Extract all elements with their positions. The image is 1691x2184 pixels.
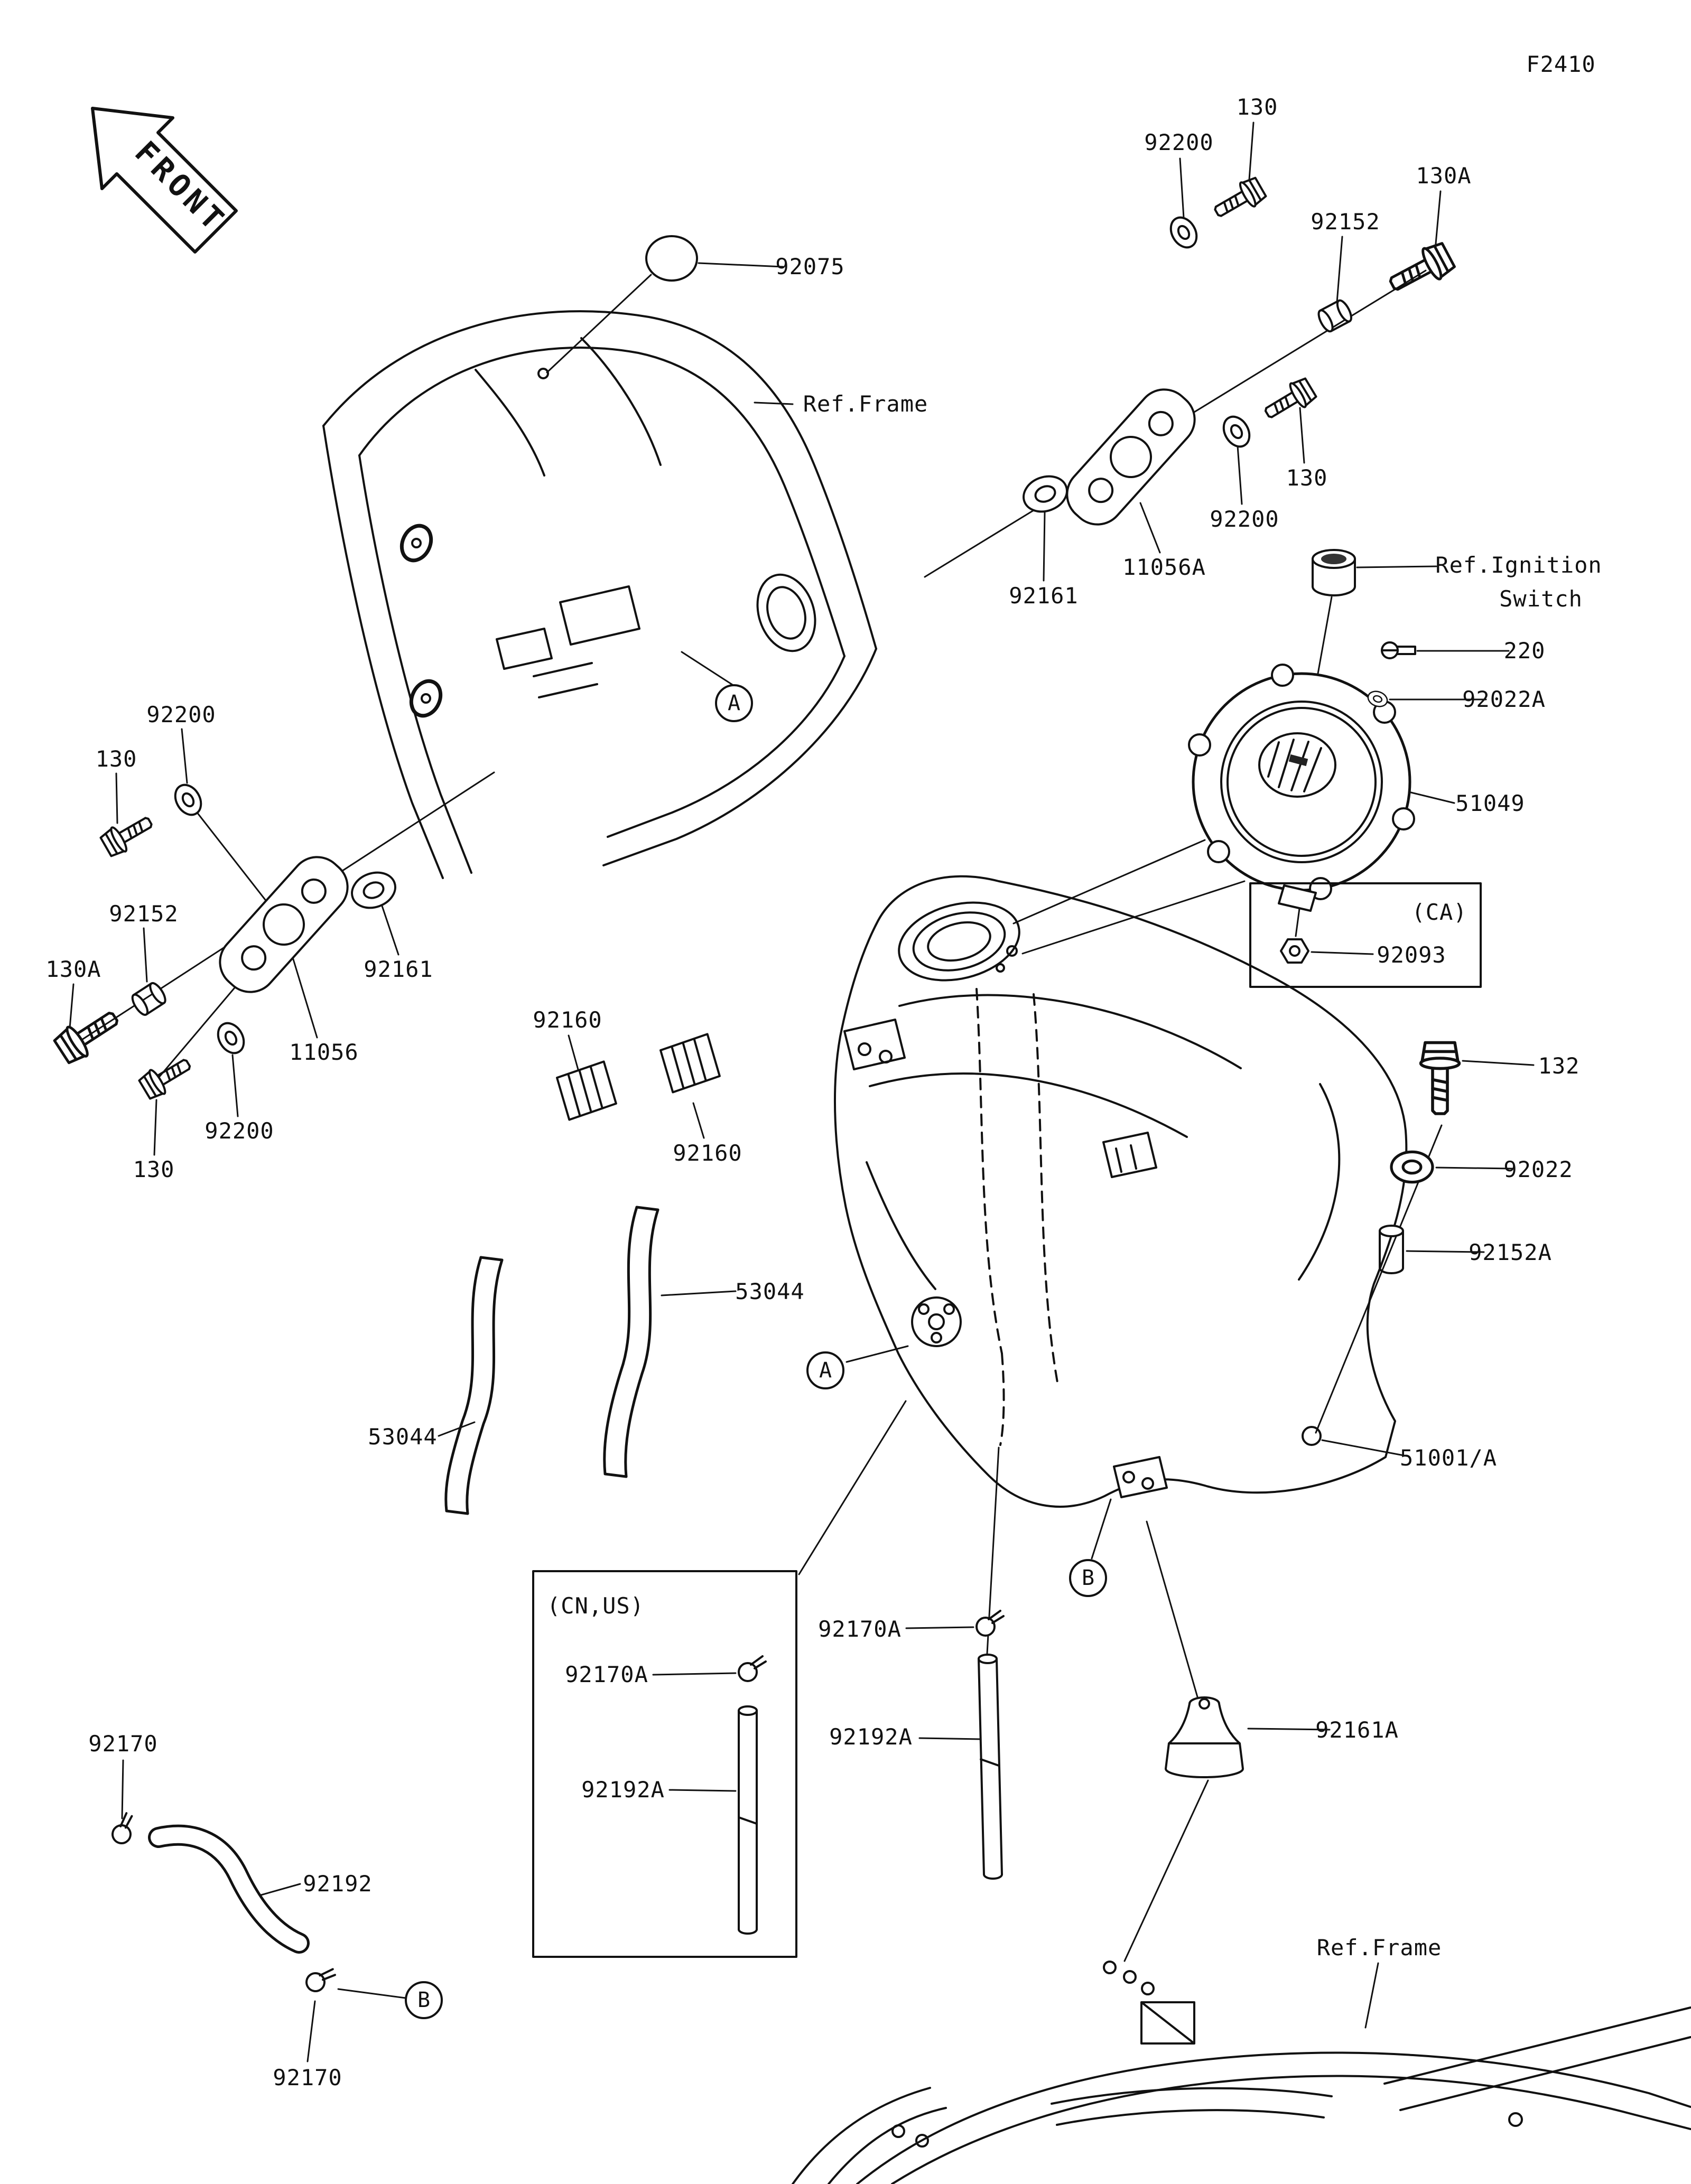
trim-strip-right — [603, 1206, 659, 1478]
label-132: 132 — [1538, 1053, 1580, 1079]
label-92192a-mid: 92192A — [829, 1724, 913, 1750]
grommet-92161-right — [1017, 469, 1073, 519]
label-ca-region: (CA) — [1411, 899, 1467, 925]
label-130-left-upper: 130 — [95, 746, 137, 772]
bracket-11056a — [1066, 388, 1196, 526]
ignition-switch-drawing — [1312, 549, 1356, 596]
callout-b-2: B — [405, 1981, 443, 2019]
label-220: 220 — [1503, 638, 1546, 664]
hose-92192 — [148, 1824, 310, 1954]
label-92200-left-upper: 92200 — [146, 702, 216, 727]
plug-92075 — [645, 235, 698, 282]
petcock-flange — [911, 1296, 962, 1347]
washer-92200-top — [1164, 212, 1203, 253]
clamp-92170-bottom — [304, 1964, 337, 1995]
label-ref-ignition-1: Ref.Ignition — [1435, 552, 1602, 578]
callout-a-2: A — [806, 1351, 844, 1389]
key-slot — [1288, 754, 1308, 767]
figure-code: F2410 — [1526, 51, 1596, 77]
label-92170a-mid: 92170A — [818, 1616, 902, 1642]
label-130a-left: 130A — [45, 956, 101, 982]
bolt-132 — [1421, 1043, 1460, 1114]
label-92170a-box: 92170A — [565, 1662, 648, 1687]
label-92200-left-lower: 92200 — [205, 1118, 274, 1144]
callout-b-1: B — [1069, 1559, 1107, 1597]
label-92160-lower: 92160 — [673, 1140, 742, 1166]
label-92161-left: 92161 — [364, 956, 433, 982]
spacer-92152a — [1379, 1225, 1404, 1274]
ca-region-box — [1249, 882, 1482, 988]
bolt-130a-left — [52, 1003, 124, 1066]
tank-mount-hole — [1302, 1426, 1322, 1446]
label-11056a: 11056A — [1122, 554, 1206, 580]
label-53044-right: 53044 — [735, 1278, 805, 1304]
label-92152-left: 92152 — [109, 901, 179, 927]
label-92160-upper: 92160 — [533, 1007, 602, 1033]
hose-92192a-mid — [978, 1654, 1003, 1880]
label-92170-bottom: 92170 — [273, 2065, 342, 2090]
clamp-92170-left — [105, 1810, 143, 1848]
label-92022a: 92022A — [1462, 686, 1546, 712]
washer-92200-left-upper — [169, 779, 208, 820]
bracket-11056 — [219, 856, 349, 993]
label-92022: 92022 — [1503, 1156, 1573, 1182]
screw-220 — [1381, 641, 1416, 659]
damper-92160-lower — [658, 1032, 722, 1095]
label-92075: 92075 — [775, 254, 845, 279]
washer-92022 — [1391, 1152, 1433, 1182]
label-53044-left: 53044 — [368, 1424, 438, 1450]
frame-bottom-drawing — [792, 1961, 1691, 2184]
nut-92093 — [1280, 938, 1309, 964]
trim-strip-left — [444, 1256, 504, 1515]
label-51049: 51049 — [1455, 790, 1525, 816]
label-130-left-lower: 130 — [133, 1156, 175, 1182]
label-92161a: 92161A — [1315, 1717, 1399, 1743]
frame-top-drawing — [322, 310, 877, 879]
label-92200-right: 92200 — [1210, 506, 1279, 532]
washer-92200-left-lower — [211, 1018, 250, 1059]
label-51001a: 51001/A — [1399, 1445, 1498, 1471]
label-130-top: 130 — [1236, 94, 1278, 120]
label-cn-us-region: (CN,US) — [546, 1593, 645, 1619]
bolt-130-top — [1209, 174, 1269, 226]
callout-a-1: A — [715, 684, 753, 722]
label-92152-top-right: 92152 — [1311, 209, 1380, 235]
bolt-130-right — [1259, 375, 1319, 427]
label-92200-top: 92200 — [1144, 129, 1214, 155]
label-92093: 92093 — [1377, 942, 1446, 968]
bolt-130-left-lower — [136, 1050, 197, 1103]
label-11056: 11056 — [289, 1039, 359, 1065]
collar-92152-left — [128, 979, 169, 1019]
front-arrow: FRONT — [91, 107, 238, 254]
label-130-right: 130 — [1286, 465, 1328, 491]
label-92161-right: 92161 — [1009, 583, 1079, 609]
damper-92160-upper — [554, 1059, 619, 1122]
grommet-92161-left — [346, 865, 402, 915]
label-ref-ignition-2: Switch — [1499, 586, 1583, 612]
washer-92200-right — [1217, 411, 1256, 452]
damper-92161a — [1165, 1696, 1244, 1778]
hose-92192a-box — [738, 1705, 758, 1935]
frame-hole-92075 — [537, 368, 549, 379]
label-92192: 92192 — [303, 1871, 373, 1897]
bolt-130a-top-right — [1384, 240, 1456, 300]
label-92152a: 92152A — [1469, 1239, 1552, 1265]
filler-neck — [898, 901, 1020, 982]
label-ref-frame-bottom: Ref.Frame — [1316, 1935, 1442, 1961]
label-ref-frame-top: Ref.Frame — [803, 391, 928, 417]
cn-us-region-box — [532, 1570, 797, 1958]
fuel-tank-drawing — [833, 875, 1408, 1508]
label-130a-top-right: 130A — [1416, 163, 1472, 189]
clamp-92170a-box — [738, 1655, 767, 1682]
label-92192a-box: 92192A — [581, 1777, 665, 1803]
collar-92152-top-right — [1316, 298, 1354, 333]
label-92170-left: 92170 — [88, 1731, 158, 1757]
bolt-130-left-upper — [98, 808, 158, 860]
